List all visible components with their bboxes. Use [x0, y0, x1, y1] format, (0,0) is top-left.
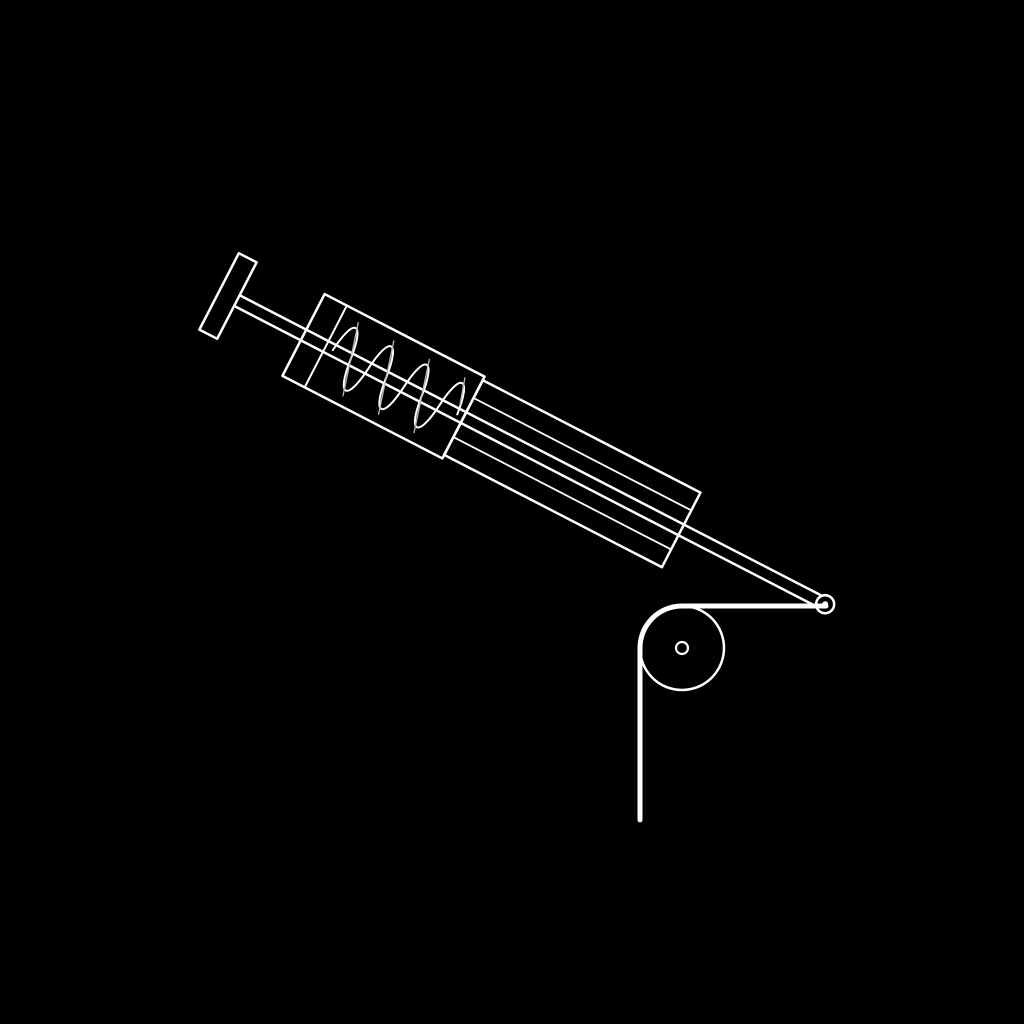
pivot-joint	[814, 593, 836, 615]
plunger-rod-bottom-edge	[232, 304, 818, 608]
helical-spring-back-coils	[342, 322, 466, 434]
cable	[637, 603, 829, 823]
barrel-inner-line-lower	[452, 436, 673, 551]
spring-housing-inner-wall	[303, 304, 348, 389]
pulley-axle	[674, 640, 690, 656]
barrel-inner-line	[472, 397, 693, 512]
spring-loaded-plunger-assembly	[198, 251, 836, 615]
helical-spring	[331, 327, 466, 429]
t-handle	[198, 251, 258, 341]
barrel	[442, 378, 702, 569]
